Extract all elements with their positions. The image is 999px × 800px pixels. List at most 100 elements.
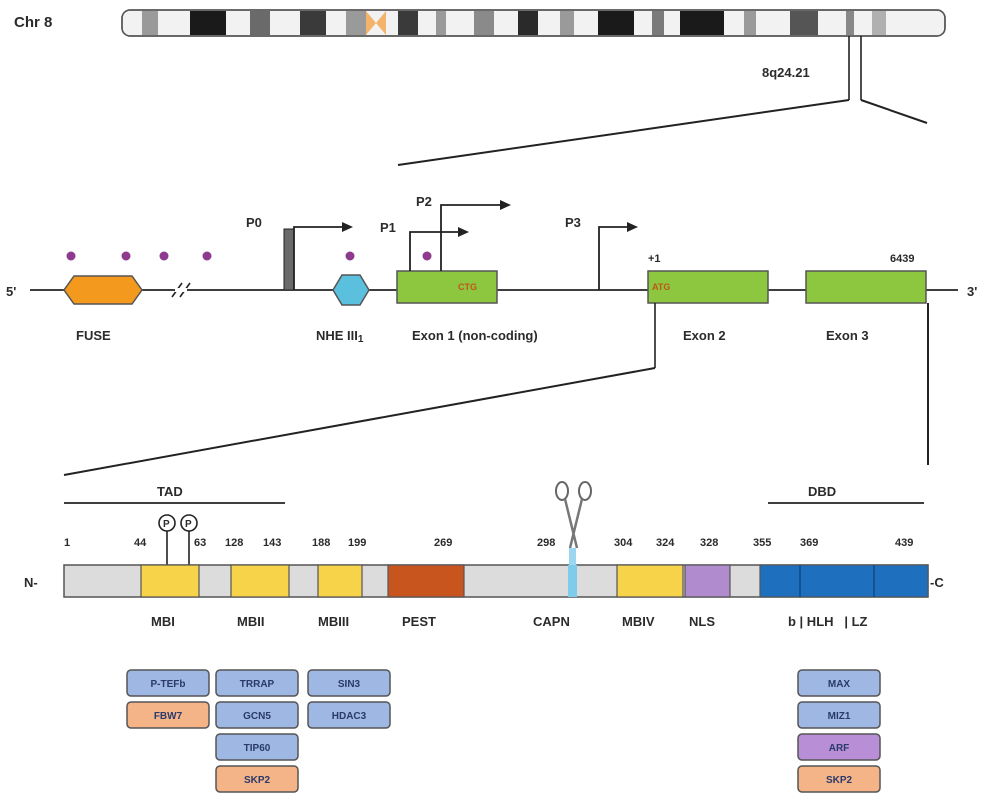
promoter-p1-arrow: [409, 231, 458, 271]
end-3prime: 3': [967, 284, 977, 299]
exon3-label: Exon 3: [826, 328, 869, 343]
fuse-element: [63, 275, 143, 305]
zoom-line: [860, 99, 928, 124]
band-label: 8q24.21: [762, 65, 810, 80]
mbi-domain: [140, 564, 200, 598]
zoom-line: [63, 367, 656, 476]
c-terminus: -C: [930, 575, 944, 590]
partners-dbd: MAX MIZ1 ARF SKP2: [797, 669, 881, 793]
exon2-label: Exon 2: [683, 328, 726, 343]
centromere: [366, 11, 376, 35]
scissors-handle: [578, 481, 592, 501]
partners-mbii: TRRAP GCN5 TIP60 SKP2: [215, 669, 299, 793]
position-304: 304: [614, 537, 633, 549]
scissors-handle: [555, 481, 569, 501]
chromosome-ideogram: [121, 9, 946, 37]
bhlhlz-label: b | HLH | LZ: [788, 614, 868, 629]
binding-site-dot: [121, 251, 131, 261]
mbiii-domain: [317, 564, 363, 598]
partner-box: [797, 669, 881, 697]
partners-mbiii: SIN3 HDAC3: [307, 669, 391, 729]
chr-band: [744, 11, 756, 35]
partner-box: [797, 765, 881, 793]
position-298: 298: [537, 537, 555, 549]
phospho-label: P: [185, 519, 192, 530]
binding-site-dot: [202, 251, 212, 261]
promoter-p3-arrowhead: [627, 222, 638, 232]
chr-band: [436, 11, 446, 35]
promoter-p3-arrow: [598, 226, 627, 290]
exon1-ctg: CTG: [458, 282, 477, 292]
position-355: 355: [753, 537, 771, 549]
promoter-p3-label: P3: [565, 215, 581, 230]
chr-band: [398, 11, 418, 35]
position-143: 143: [263, 537, 281, 549]
mbii-domain: [230, 564, 290, 598]
chromosome-outline: [121, 9, 946, 37]
chr-band: [598, 11, 634, 35]
position-199: 199: [348, 537, 366, 549]
zoom-line: [397, 99, 850, 166]
chr-band: [518, 11, 538, 35]
partner-label: GCN5: [243, 711, 271, 722]
n-terminus: N-: [24, 575, 38, 590]
tad-label: TAD: [157, 484, 183, 499]
pest-label: PEST: [402, 614, 436, 629]
phospho-site-1: P: [158, 514, 176, 565]
partner-box: [797, 733, 881, 761]
promoter-p1-arrowhead: [458, 227, 469, 237]
chr-band: [872, 11, 886, 35]
exon1-label: Exon 1 (non-coding): [412, 328, 538, 343]
partner-label: ARF: [829, 743, 850, 754]
fuse-label: FUSE: [76, 328, 111, 343]
bhlhlz-domain: [759, 564, 929, 598]
capn-site: [568, 565, 577, 597]
binding-site-dot: [159, 251, 169, 261]
partner-box: [215, 733, 299, 761]
partner-label: SIN3: [338, 679, 361, 690]
promoter-p1-label: P1: [380, 220, 396, 235]
position-1: 1: [64, 537, 70, 549]
nls-domain: [684, 564, 731, 598]
exon2-atg: ATG: [652, 282, 670, 292]
position-188: 188: [312, 537, 330, 549]
position-63: 63: [194, 537, 206, 549]
chr-band: [790, 11, 818, 35]
position-128: 128: [225, 537, 243, 549]
scissors-blade: [563, 498, 579, 549]
binding-site-dot: [345, 251, 355, 261]
chr-band: [190, 11, 226, 35]
phospho-circle: [158, 514, 176, 532]
exon2-box: [647, 270, 769, 304]
partner-label: MIZ1: [828, 711, 851, 722]
partner-box: [797, 701, 881, 729]
nhe-label-subscript: 1: [358, 334, 364, 345]
nhe-label-main: NHE III: [316, 328, 358, 343]
mbi-label: MBI: [151, 614, 175, 629]
position-269: 269: [434, 537, 452, 549]
phospho-label: P: [163, 519, 170, 530]
promoter-p2-arrowhead: [500, 200, 511, 210]
chr-band: [474, 11, 494, 35]
position-labels: 1 44 63 128 143 188 199 269 298 304 324 …: [64, 537, 913, 549]
nhe-element: [332, 274, 370, 306]
position-328: 328: [700, 537, 718, 549]
partner-label: HDAC3: [332, 711, 367, 722]
partner-box: [126, 669, 210, 697]
mbiii-label: MBIII: [318, 614, 349, 629]
chr-band: [652, 11, 664, 35]
promoter-p2-arrow: [440, 204, 500, 271]
position-439: 439: [895, 537, 913, 549]
end-5prime: 5': [6, 284, 16, 299]
exon3-box: [805, 270, 927, 304]
chromosome-name: Chr 8: [14, 14, 52, 31]
dbd-label: DBD: [808, 484, 836, 499]
chr-band: [250, 11, 270, 35]
mbiv-domain: [616, 564, 684, 598]
scissors-icon: [555, 481, 592, 565]
partner-label: P-TEFb: [151, 679, 186, 690]
phospho-site-2: P: [180, 514, 198, 565]
cleavage-line: [569, 548, 576, 565]
promoter-p0-arrowhead: [342, 222, 353, 232]
